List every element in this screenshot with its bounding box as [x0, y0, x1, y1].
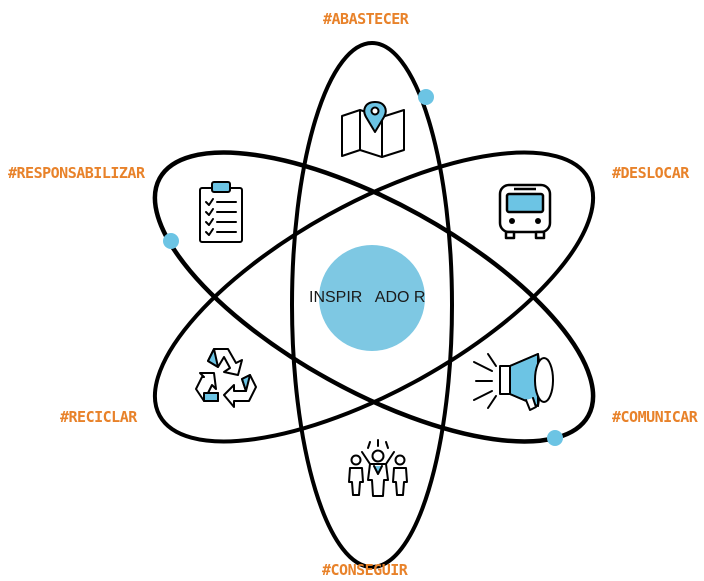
- electron-dot-left: [163, 233, 179, 249]
- orbit-diagonal-up: [152, 150, 596, 444]
- label-conseguir: #CONSEGUIR: [322, 561, 408, 579]
- megaphone-icon: [473, 353, 554, 411]
- label-responsabilizar: #RESPONSABILIZAR: [8, 164, 145, 182]
- label-abastecer: #ABASTECER: [323, 10, 409, 28]
- nucleus: [319, 245, 425, 351]
- people-group-icon: [348, 439, 408, 497]
- clipboard-checklist-icon: [199, 181, 243, 243]
- electron-dot-top: [418, 89, 434, 105]
- electron-dot-right: [547, 430, 563, 446]
- center-label: INSPIR ADO R: [309, 289, 426, 306]
- map-pin-icon: [341, 101, 405, 158]
- orbit-vertical: [290, 41, 454, 569]
- label-reciclar: #RECICLAR: [60, 408, 137, 426]
- orbit-diagonal-down: [152, 150, 596, 444]
- label-comunicar: #COMUNICAR: [612, 408, 698, 426]
- label-deslocar: #DESLOCAR: [612, 164, 689, 182]
- bus-icon: [498, 183, 552, 240]
- recycle-icon: [195, 348, 257, 408]
